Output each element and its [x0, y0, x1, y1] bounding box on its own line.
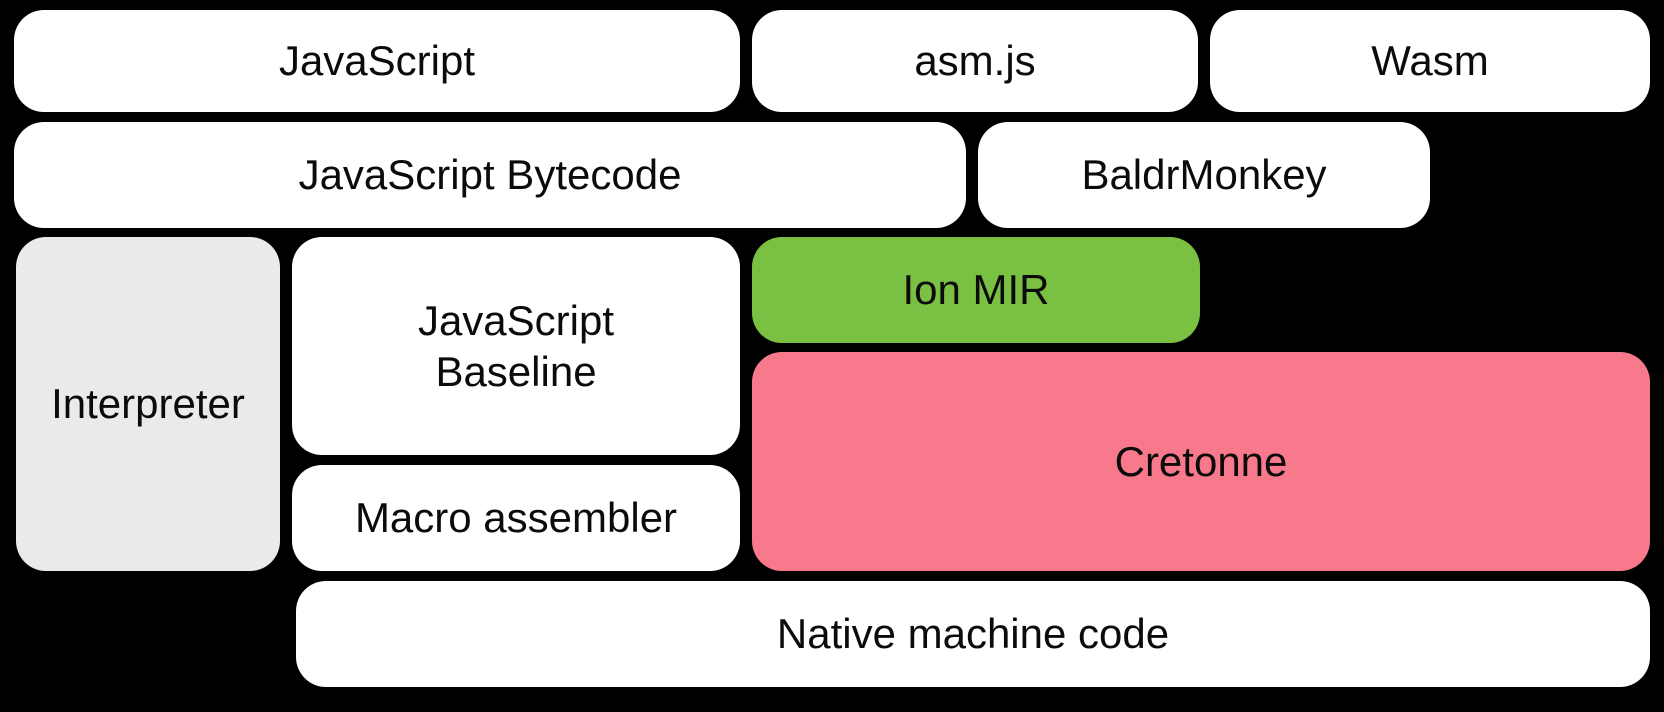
node-wasm: Wasm — [1210, 10, 1650, 112]
node-macro-assembler: Macro assembler — [292, 465, 740, 571]
baseline-label-line-1: JavaScript — [417, 296, 615, 344]
node-asmjs: asm.js — [752, 10, 1198, 112]
node-baldrmonkey: BaldrMonkey — [978, 122, 1430, 228]
node-native-machine-code: Native machine code — [296, 581, 1650, 687]
node-interpreter: Interpreter — [16, 237, 280, 571]
node-javascript-baseline-label: JavaScript Baseline — [418, 295, 614, 397]
node-wasm-label: Wasm — [1371, 37, 1489, 85]
node-javascript-bytecode-label: JavaScript Bytecode — [298, 151, 682, 199]
node-javascript-baseline: JavaScript Baseline — [292, 237, 740, 455]
baseline-label-line-2: Baseline — [435, 348, 597, 395]
node-javascript-bytecode: JavaScript Bytecode — [14, 122, 966, 228]
node-asmjs-label: asm.js — [914, 37, 1036, 85]
node-interpreter-label: Interpreter — [51, 380, 245, 428]
node-javascript-label: JavaScript — [278, 37, 476, 85]
node-native-machine-code-label: Native machine code — [776, 610, 1170, 658]
node-cretonne: Cretonne — [752, 352, 1650, 571]
node-cretonne-label: Cretonne — [1114, 437, 1288, 485]
node-macro-assembler-label: Macro assembler — [354, 494, 678, 542]
node-ion-mir: Ion MIR — [752, 237, 1200, 343]
node-baldrmonkey-label: BaldrMonkey — [1081, 151, 1327, 199]
node-ion-mir-label: Ion MIR — [902, 266, 1050, 314]
node-javascript: JavaScript — [14, 10, 740, 112]
